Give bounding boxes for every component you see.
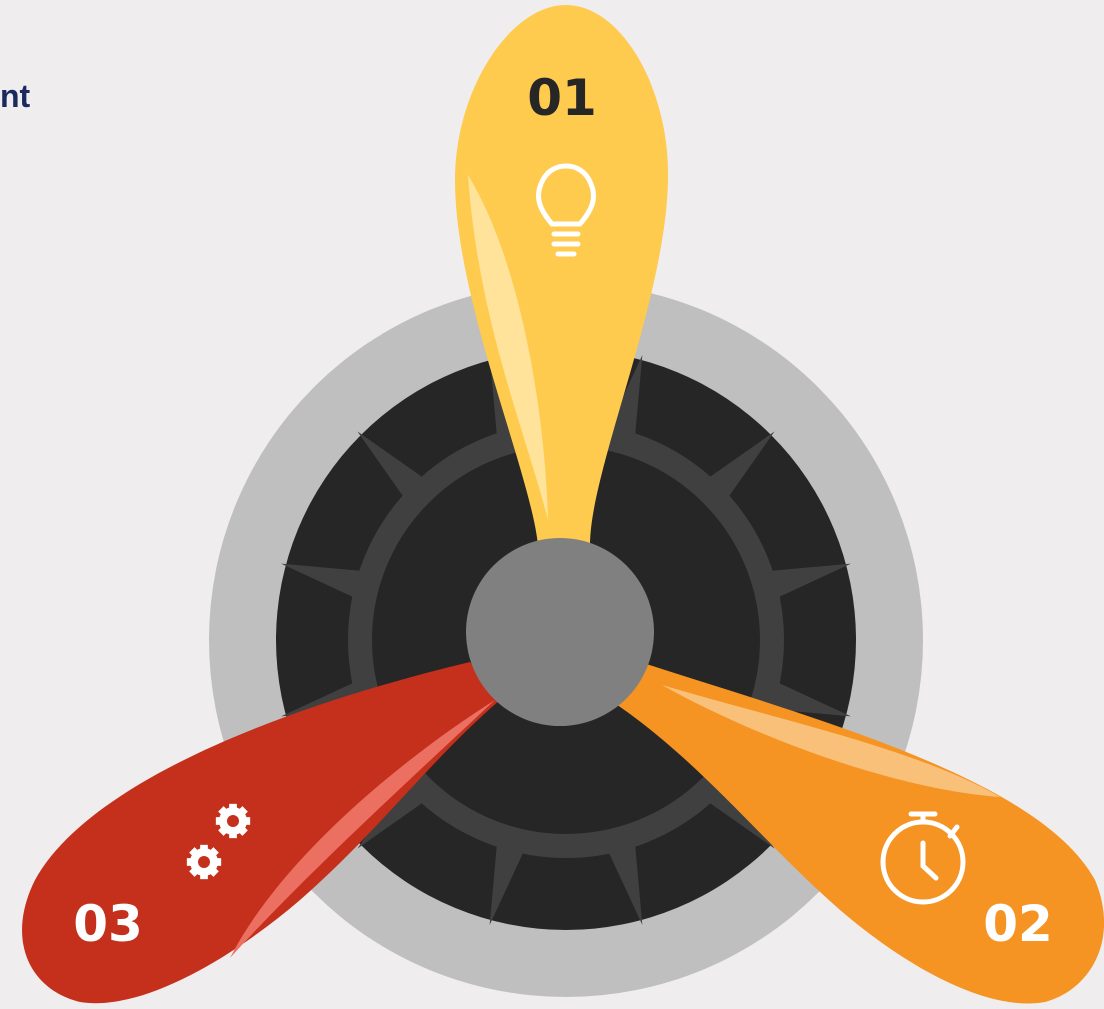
center-hub	[466, 538, 654, 726]
blade-03-number: 03	[73, 895, 143, 953]
blade-02-number: 02	[983, 895, 1053, 953]
blade-01-number: 01	[527, 69, 597, 127]
